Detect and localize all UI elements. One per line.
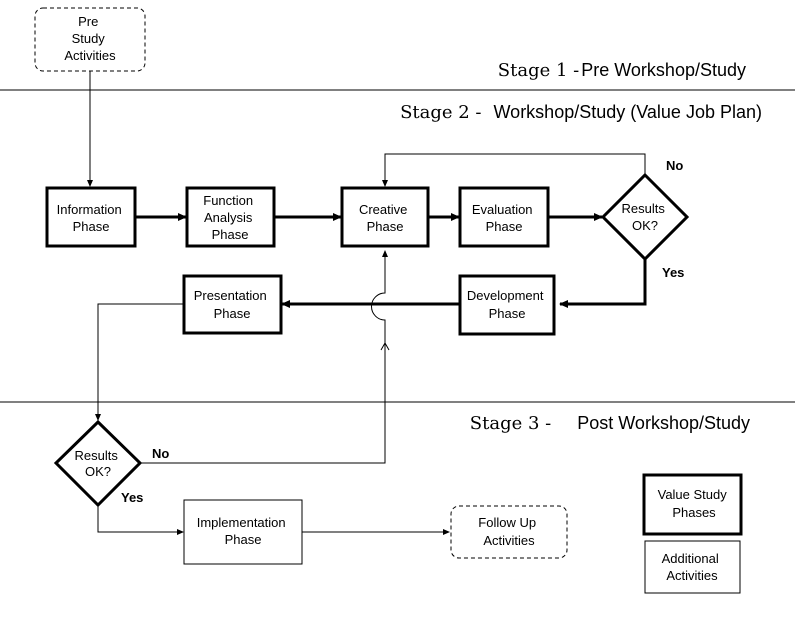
node-results-ok-decision-1: Results OK? bbox=[600, 172, 690, 262]
node-results-ok-decision-2: Results OK? bbox=[53, 419, 143, 508]
svg-text:Implementation Phase: Implementation Phase bbox=[197, 515, 290, 547]
edge-label-yes-2: Yes bbox=[121, 490, 143, 505]
edge-results-yes-to-development bbox=[559, 259, 647, 308]
stage-1-title: Pre Workshop/Study bbox=[581, 60, 746, 80]
stage-3-prefix: Stage 3 - bbox=[470, 413, 551, 434]
stage-2-heading: Stage 2 - Workshop/Study (Value Job Plan) bbox=[400, 102, 762, 123]
svg-text:Presentation Phase: Presentation Phase bbox=[194, 288, 271, 321]
edge-label-no-1: No bbox=[666, 158, 683, 173]
svg-text:Pre Study Activiti: Pre Study Activities bbox=[64, 14, 116, 63]
svg-text:Results OK?: Results OK? bbox=[75, 448, 122, 479]
node-implementation-phase: Implementation Phase bbox=[183, 499, 303, 565]
node-evaluation-phase: Evaluation Phase bbox=[458, 186, 550, 248]
node-development-phase: Development Phase bbox=[458, 274, 556, 336]
edge-rework-midarrow bbox=[380, 341, 390, 351]
edge-rework-no-to-creative bbox=[140, 250, 388, 464]
edge-presentation-to-results bbox=[95, 303, 183, 421]
stage-3-title: Post Workshop/Study bbox=[577, 413, 750, 433]
node-follow-up-activities: Follow Up Activities bbox=[450, 505, 568, 559]
node-creative-phase: Creative Phase bbox=[340, 186, 430, 248]
legend-additional-activities: Additional Activities bbox=[644, 540, 741, 594]
svg-text:Development Phase: Development Phase bbox=[467, 288, 547, 321]
stage-2-title: Workshop/Study (Value Job Plan) bbox=[494, 102, 762, 122]
legend-value-study-phases: Value Study Phases bbox=[642, 473, 743, 536]
svg-text:Additional Activities: Additional Activities bbox=[662, 551, 723, 583]
svg-text:Function Analysis: Function Analysis Phase bbox=[203, 193, 257, 242]
edge-label-yes-1: Yes bbox=[662, 265, 684, 280]
node-information-phase: Information Phase bbox=[45, 186, 137, 248]
node-pre-study-activities: Pre Study Activities bbox=[34, 7, 146, 72]
svg-text:Creative Phase: Creative Phase bbox=[359, 202, 411, 234]
stage-1-heading: Stage 1 -Pre Workshop/Study bbox=[498, 60, 746, 81]
node-presentation-phase: Presentation Phase bbox=[182, 274, 283, 335]
svg-text:Evaluation Phase: Evaluation Phase bbox=[472, 202, 536, 234]
edge-label-no-2: No bbox=[152, 446, 169, 461]
svg-text:Results OK?: Results OK? bbox=[622, 201, 669, 233]
svg-text:Follow Up Activities: Follow Up Activities bbox=[478, 515, 539, 548]
node-function-analysis-phase: Function Analysis Phase bbox=[185, 186, 276, 248]
edge-loop-no-to-creative bbox=[382, 153, 646, 187]
edge-results-yes-to-implementation bbox=[97, 505, 184, 535]
svg-text:Value Study Phases: Value Study Phases bbox=[658, 487, 731, 520]
stage-1-prefix: Stage 1 - bbox=[498, 60, 579, 81]
stage-3-heading: Stage 3 - Post Workshop/Study bbox=[470, 413, 750, 434]
stage-2-prefix: Stage 2 - bbox=[400, 102, 481, 123]
svg-text:Information Phase: Information Phase bbox=[57, 202, 126, 234]
